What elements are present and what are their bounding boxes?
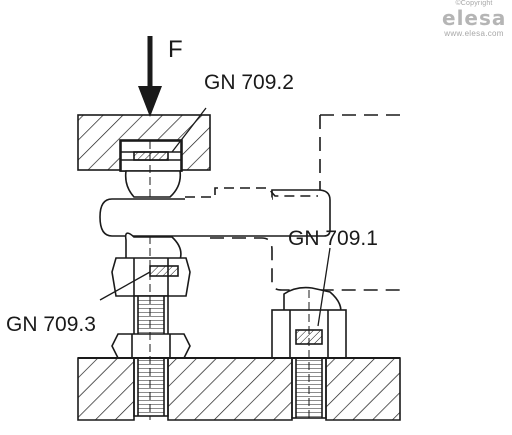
screw-gn-709-1 xyxy=(271,286,347,420)
screw-gn-709-3 xyxy=(111,232,191,420)
watermark-url: www.elesa.com xyxy=(444,29,504,38)
label-gn-709-2: GN 709.2 xyxy=(204,71,294,94)
force-arrow xyxy=(138,36,162,117)
leader-lines xyxy=(99,107,331,327)
watermark-logo: elesa xyxy=(442,6,507,30)
force-label: F xyxy=(168,36,183,63)
label-gn-709-1: GN 709.1 xyxy=(288,227,378,250)
elesa-watermark: ©Copyright elesa www.elesa.com xyxy=(442,0,506,38)
base-plate xyxy=(77,357,401,421)
label-gn-709-3: GN 709.3 xyxy=(6,313,96,336)
watermark-copyright: ©Copyright xyxy=(455,0,493,7)
thrust-screw-gn-709-2 xyxy=(120,140,182,198)
workpiece xyxy=(99,114,400,291)
